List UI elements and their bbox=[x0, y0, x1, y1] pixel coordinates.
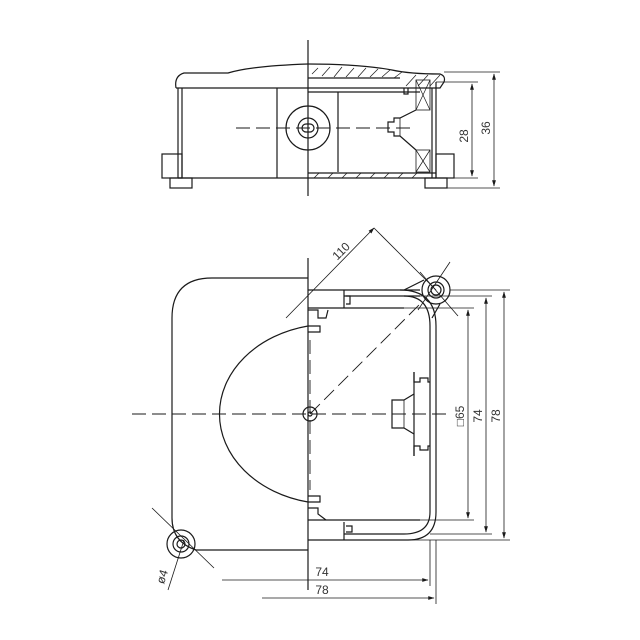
foot-left bbox=[161, 153, 183, 179]
seal-lower bbox=[415, 149, 431, 173]
dim-65-label: □65 bbox=[453, 405, 467, 426]
lid-outline-plan bbox=[171, 277, 308, 551]
top-plan-view: 110 □65 74 78 74 78 ø4 bbox=[132, 227, 510, 604]
dim-hole-leader bbox=[167, 539, 185, 591]
box-corner-inner bbox=[403, 295, 431, 535]
foot-left-pad bbox=[169, 177, 193, 189]
dim-78-v-label: 78 bbox=[489, 409, 503, 423]
dim-28-label: 28 bbox=[457, 129, 471, 143]
dim-110-label: 110 bbox=[329, 239, 353, 263]
dim-74-h-label: 74 bbox=[315, 565, 329, 579]
dim-74-v-label: 74 bbox=[471, 409, 485, 423]
hinge-bottom-axis bbox=[151, 507, 215, 569]
foot-right bbox=[435, 153, 455, 179]
dim-hole-label: ø4 bbox=[153, 568, 171, 586]
cable-gland bbox=[387, 109, 417, 151]
hinge-top-axis bbox=[419, 271, 459, 317]
hinge-bottom bbox=[166, 529, 196, 559]
floor-hatching bbox=[313, 172, 418, 179]
lid-outline-left bbox=[175, 63, 309, 89]
plan-cable-gland bbox=[391, 393, 415, 435]
side-section-view: 28 36 bbox=[161, 40, 500, 196]
dim-36-label: 36 bbox=[479, 121, 493, 135]
lid-hatching bbox=[311, 66, 441, 87]
lid-outline-right bbox=[307, 63, 446, 89]
center-screw bbox=[302, 406, 318, 422]
seal-upper bbox=[415, 79, 431, 111]
diagonal-centerline bbox=[309, 303, 421, 415]
clip-hook bbox=[403, 88, 409, 95]
foot-right-pad bbox=[424, 177, 448, 189]
dim-78-h-label: 78 bbox=[315, 583, 329, 597]
box-corner-outer bbox=[399, 289, 437, 541]
dim-110-line bbox=[285, 227, 375, 319]
